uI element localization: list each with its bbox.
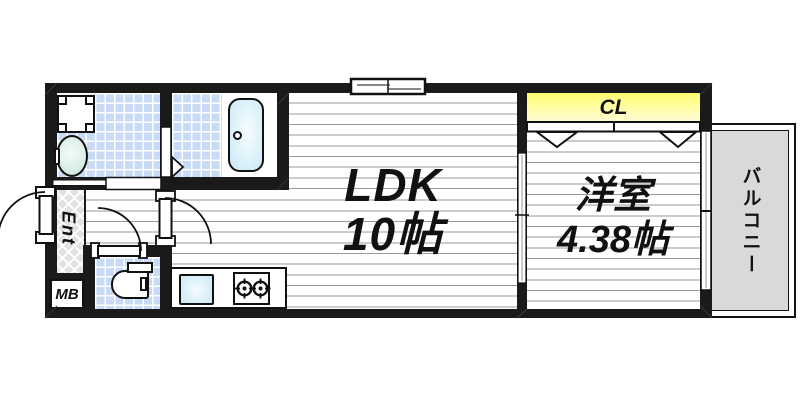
meter-box: MB xyxy=(50,279,84,309)
washbasin-faucet xyxy=(54,148,60,165)
western-room-label: 洋室 xyxy=(574,175,651,217)
balcony-deck xyxy=(711,130,789,311)
western-room-floor xyxy=(527,131,700,309)
wall-bathroom-ldk xyxy=(277,93,289,190)
meter-box-label: MB xyxy=(55,285,79,303)
pan-corner-br xyxy=(85,123,95,133)
wall-toilet-left xyxy=(83,245,95,309)
closet-area xyxy=(527,93,700,122)
wall-toilet-top xyxy=(83,245,172,257)
hallway-floor xyxy=(86,190,160,245)
toilet-flush-handle xyxy=(140,277,147,291)
western-room-area-label: 4.38帖 xyxy=(557,219,669,261)
balcony-label: バルコニー xyxy=(739,165,761,276)
pan-corner-tr xyxy=(85,95,95,105)
pan-corner-tl xyxy=(57,95,67,105)
wall-top xyxy=(45,83,712,93)
stove xyxy=(233,272,270,305)
bathroom-floor xyxy=(172,93,222,178)
closet-label: CL xyxy=(599,96,628,119)
ldk-area-label: 10帖 xyxy=(342,208,444,260)
entrance-floor xyxy=(53,188,84,274)
wall-bottom xyxy=(45,309,712,318)
entrance-label: Ent xyxy=(58,210,79,246)
toilet-tank xyxy=(127,262,153,273)
kitchen-sink xyxy=(179,274,214,305)
pan-corner-bl xyxy=(57,123,67,133)
washbasin xyxy=(56,135,88,177)
wall-ent-mb xyxy=(45,273,84,279)
ldk-floor-upper xyxy=(289,93,517,190)
ldk-label: LDK xyxy=(344,159,442,211)
entrance-step-line xyxy=(84,188,86,274)
entrance-door-arc xyxy=(0,191,46,230)
bathtub-drain xyxy=(233,131,242,140)
